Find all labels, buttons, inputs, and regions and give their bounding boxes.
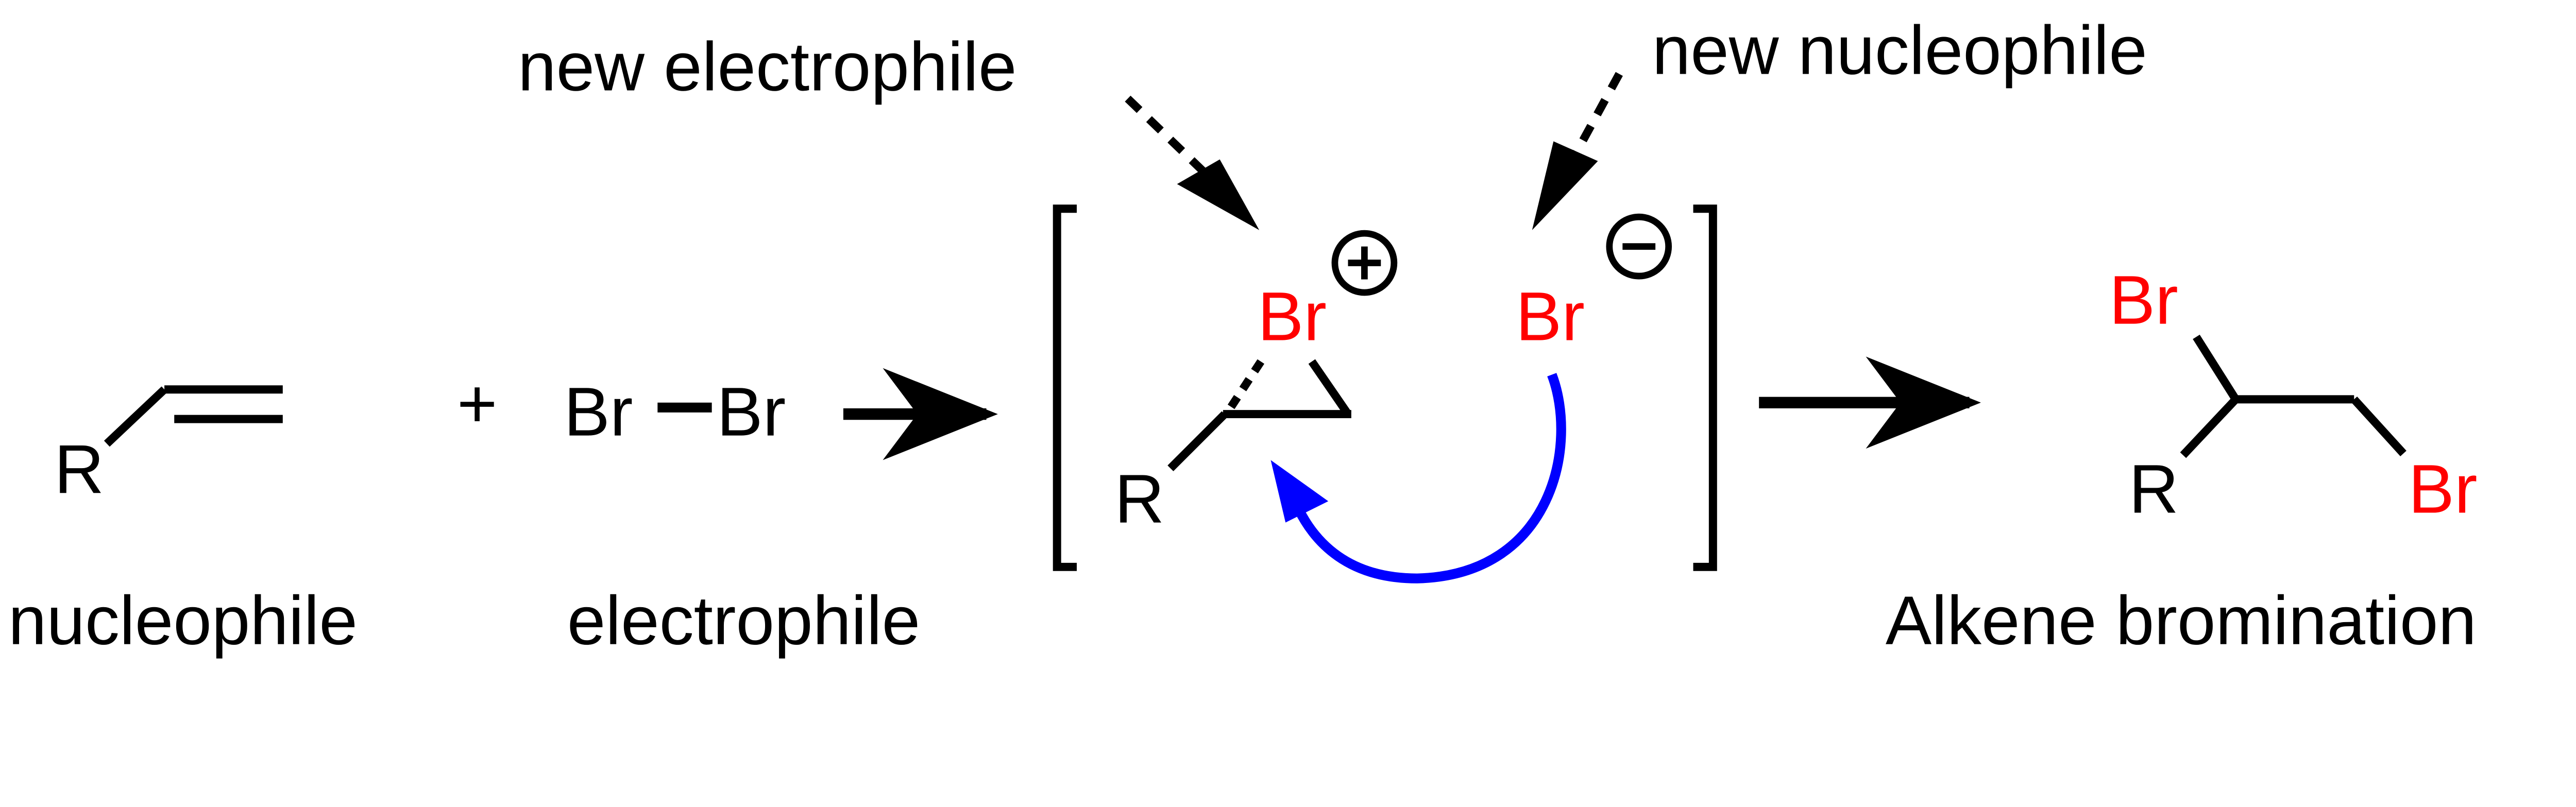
bromide-bromine: Br (1516, 278, 1585, 355)
product-bromine: Br (2109, 262, 2178, 339)
dibromide-product: Br R Br (2109, 262, 2478, 528)
electrophile-label: electrophile (567, 582, 920, 659)
dashed-arrow-electrophile (1125, 95, 1260, 230)
bromonium-bromine: Br (1258, 278, 1327, 355)
product-label: Alkene bromination (1886, 582, 2477, 659)
new-electrophile-label: new electrophile (518, 28, 1016, 105)
bromonium-ion: Br R (1114, 230, 1398, 538)
plus-sign: + (457, 366, 497, 442)
curved-arrow (1270, 373, 1566, 583)
r-group: R (1114, 461, 1164, 538)
bromine-atom: Br (717, 374, 786, 451)
alkene-molecule: R (54, 385, 283, 508)
bromine-atom: Br (564, 374, 633, 451)
bromide-ion: Br (1516, 213, 1672, 355)
negative-charge-icon (1606, 213, 1672, 280)
bromine-molecule: Br Br (564, 374, 786, 451)
r-group: R (2129, 451, 2179, 528)
right-bracket (1693, 204, 1717, 571)
alkene-bromination-diagram: new electrophile new nucleophile R nucle… (8, 12, 2478, 659)
positive-charge-icon (1331, 230, 1398, 296)
dashed-arrow-nucleophile (1532, 72, 1623, 230)
nucleophile-label: nucleophile (8, 582, 358, 659)
r-group: R (54, 431, 104, 508)
product-bromine: Br (2409, 451, 2478, 528)
left-bracket (1053, 204, 1077, 571)
new-nucleophile-label: new nucleophile (1652, 12, 2147, 89)
